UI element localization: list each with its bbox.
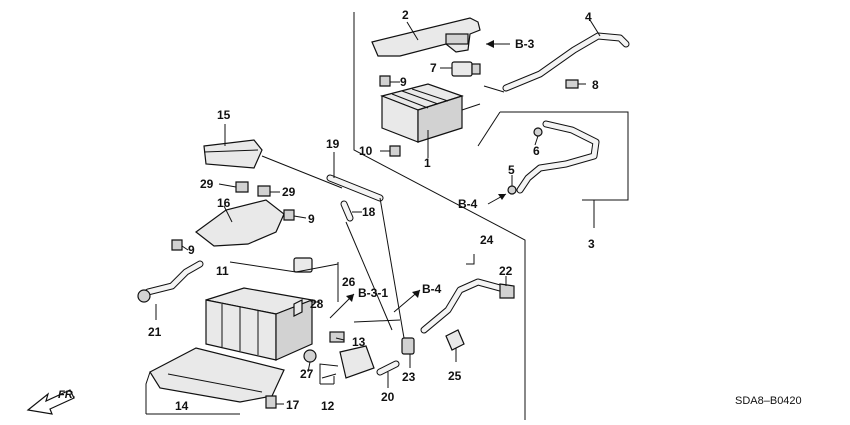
- pipe-15: [203, 139, 263, 169]
- callout-8: 8: [592, 78, 599, 92]
- callout-17: 17: [286, 398, 300, 412]
- bolt-8: [565, 79, 579, 89]
- ref-arrow-b31: [329, 293, 355, 319]
- bracket-tab: [445, 33, 469, 45]
- inset-box: [500, 111, 629, 201]
- bolt-17: [265, 395, 277, 409]
- callout-2: 2: [402, 8, 409, 22]
- ring-27: [303, 349, 317, 363]
- callout-13: 13: [352, 335, 366, 349]
- ref-arrow-b3-top: [486, 40, 510, 48]
- filter-12: [339, 345, 375, 379]
- ref-arrow-b4-left: [487, 193, 507, 205]
- ref-arrow-b4-right: [393, 289, 421, 313]
- section-divider: [353, 12, 526, 420]
- callout-7: 7: [430, 61, 437, 75]
- callout-19: 19: [326, 137, 340, 151]
- callout-20: 20: [381, 390, 395, 404]
- grommet-29-left: [235, 181, 249, 193]
- ref-b3-top: B-3: [515, 37, 535, 51]
- clip-25: [445, 329, 465, 351]
- callout-18: 18: [362, 205, 376, 219]
- clip-13: [329, 331, 345, 343]
- canister-bracket: [371, 17, 481, 57]
- callout-16: 16: [217, 196, 231, 210]
- bracket-16: [195, 199, 285, 247]
- callout-27: 27: [300, 367, 314, 381]
- bolt-10: [389, 145, 401, 157]
- callout-11: 11: [216, 264, 229, 278]
- callout-1: 1: [424, 156, 431, 170]
- callout-6: 6: [533, 144, 540, 158]
- callout-14: 14: [175, 399, 189, 413]
- front-marker: FR.: [58, 389, 76, 401]
- callout-5: 5: [508, 163, 515, 177]
- callout-29-left: 29: [200, 177, 214, 191]
- callout-9-left: 9: [188, 243, 195, 257]
- valve-22: [499, 283, 515, 299]
- callout-15: 15: [217, 108, 231, 122]
- bolt-9-left: [171, 239, 183, 251]
- ref-b4-left: B-4: [458, 197, 478, 211]
- ref-b4-right: B-4: [422, 282, 442, 296]
- callout-12: 12: [321, 399, 335, 413]
- front-arrow: [26, 389, 75, 415]
- bolt-9-mid: [283, 209, 295, 221]
- callout-9-upper: 9: [400, 75, 407, 89]
- callout-21: 21: [148, 325, 162, 339]
- ref-b3-1: B-3-1: [358, 286, 388, 300]
- callout-24: 24: [480, 233, 494, 247]
- bolt-9-upper: [379, 75, 391, 87]
- valve-26: [293, 257, 313, 273]
- callout-28: 28: [310, 297, 324, 311]
- diagram-code: SDA8–B0420: [735, 395, 802, 407]
- callout-23: 23: [402, 370, 416, 384]
- clamp-21: [137, 289, 151, 303]
- callout-9-mid: 9: [308, 212, 315, 226]
- callout-10: 10: [359, 144, 373, 158]
- callout-25: 25: [448, 369, 462, 383]
- callout-22: 22: [499, 264, 513, 278]
- callout-29-right: 29: [282, 185, 296, 199]
- callout-3: 3: [588, 237, 595, 251]
- grommet-29-right: [257, 185, 271, 197]
- leader-lines: [145, 19, 601, 415]
- callout-26: 26: [342, 275, 356, 289]
- callout-4: 4: [585, 10, 592, 24]
- purge-valve: [451, 61, 473, 77]
- clamp-6: [533, 127, 543, 137]
- clamp-5: [507, 185, 517, 195]
- joint-23: [401, 337, 415, 355]
